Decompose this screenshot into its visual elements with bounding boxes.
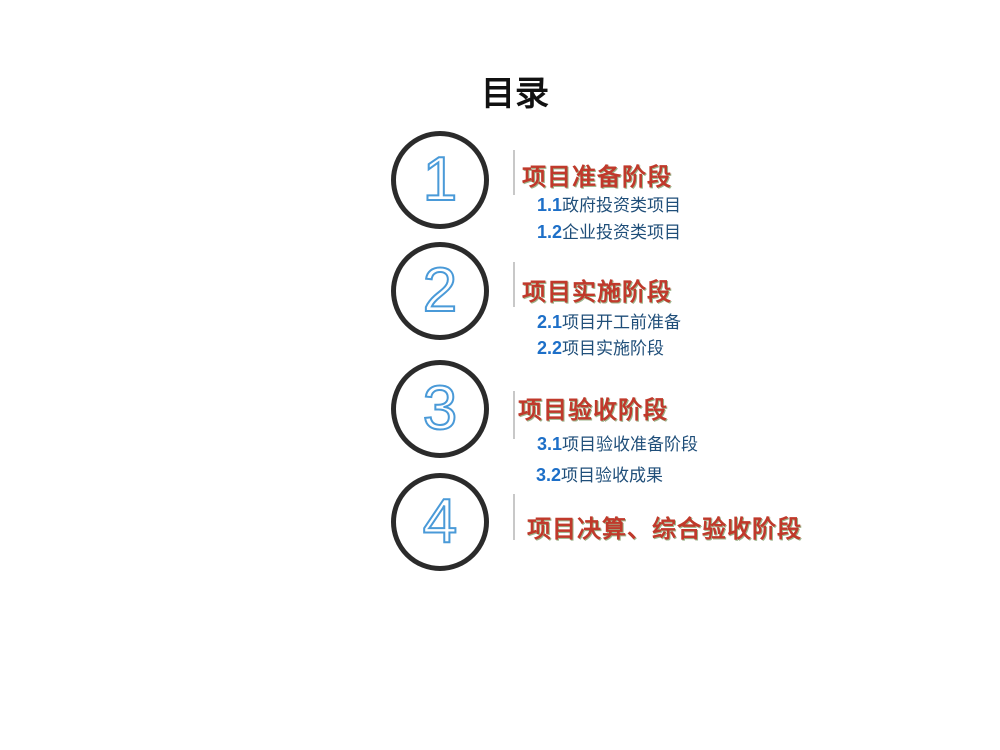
- section-number: 3: [422, 373, 458, 444]
- number-circle: 4: [391, 473, 489, 571]
- section-heading[interactable]: 项目准备阶段: [522, 163, 672, 191]
- subsection-item[interactable]: 2.2项目实施阶段: [537, 334, 664, 359]
- subsection-text: 政府投资类项目: [562, 196, 682, 216]
- subsection-item[interactable]: 3.2项目验收成果: [536, 461, 663, 486]
- subsection-text: 项目开工前准备: [562, 313, 682, 333]
- subsection-item[interactable]: 3.1项目验收准备阶段: [537, 430, 698, 455]
- subsection-number: 3.2: [536, 465, 562, 485]
- subsection-text: 项目验收成果: [561, 466, 664, 486]
- subsection-item[interactable]: 1.2企业投资类项目: [537, 218, 681, 243]
- subsection-text: 企业投资类项目: [562, 223, 682, 243]
- page-title: 目录: [481, 74, 549, 114]
- divider: [513, 150, 515, 195]
- subsection-number: 1.2: [537, 222, 563, 242]
- divider: [513, 391, 515, 439]
- divider: [513, 262, 515, 307]
- subsection-number: 3.1: [537, 434, 563, 454]
- number-circle: 3: [391, 360, 489, 458]
- divider: [513, 494, 515, 540]
- subsection-item[interactable]: 2.1项目开工前准备: [537, 308, 681, 333]
- number-circle: 2: [391, 242, 489, 340]
- section-number: 1: [422, 144, 458, 215]
- subsection-text: 项目实施阶段: [562, 339, 665, 359]
- subsection-number: 1.1: [537, 195, 563, 215]
- number-circle: 1: [391, 131, 489, 229]
- subsection-text: 项目验收准备阶段: [562, 435, 699, 455]
- subsection-item[interactable]: 1.1政府投资类项目: [537, 191, 681, 216]
- section-number: 2: [422, 255, 458, 326]
- subsection-number: 2.2: [537, 338, 563, 358]
- section-number: 4: [422, 486, 458, 557]
- subsection-number: 2.1: [537, 312, 563, 332]
- section-heading[interactable]: 项目决算、综合验收阶段: [527, 515, 802, 543]
- section-heading[interactable]: 项目验收阶段: [518, 396, 668, 424]
- section-heading[interactable]: 项目实施阶段: [522, 278, 672, 306]
